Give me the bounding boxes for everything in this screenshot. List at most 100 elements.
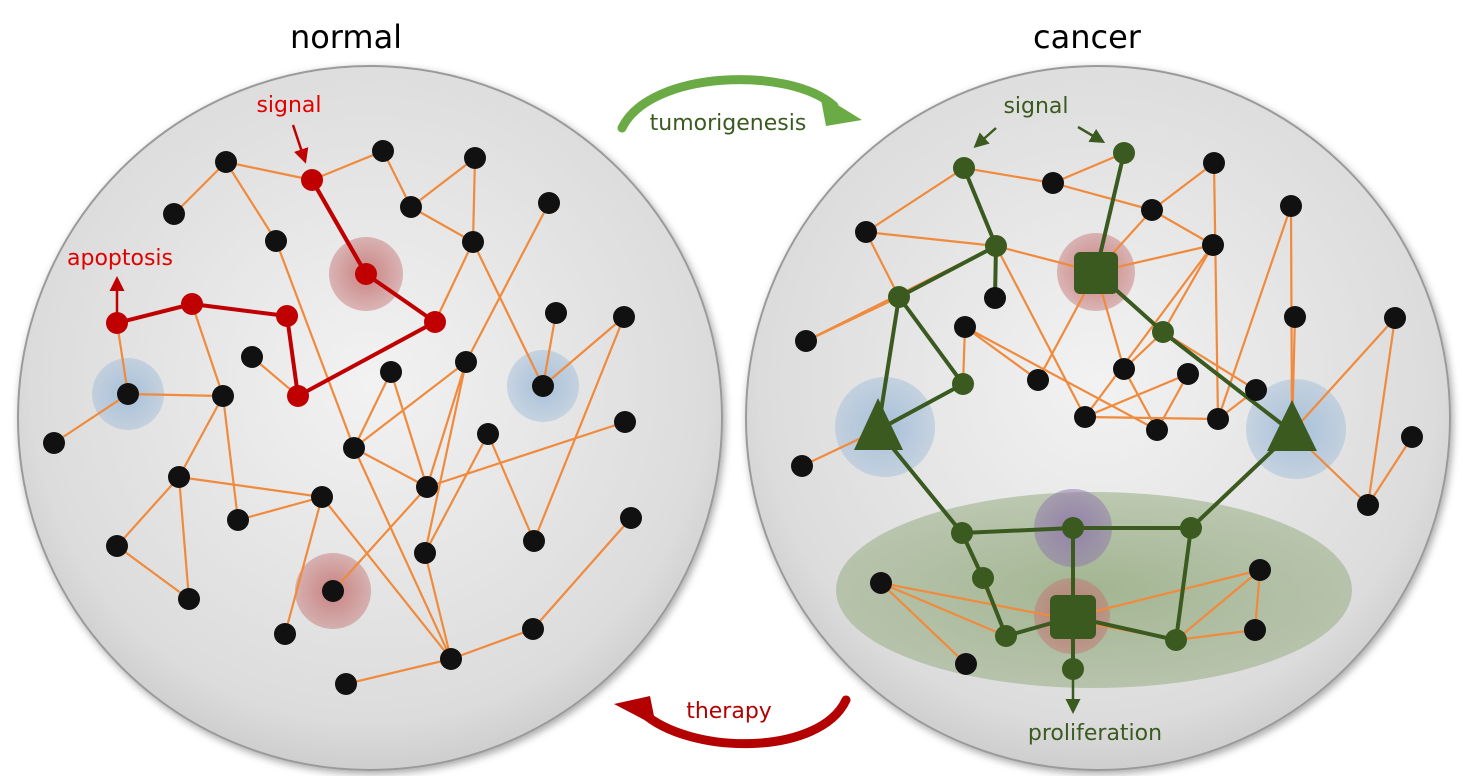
network-node <box>532 375 554 397</box>
network-edge <box>283 495 324 636</box>
network-edge <box>879 581 1008 638</box>
network-edge <box>177 475 324 499</box>
apoptosis-signal-path <box>296 320 437 398</box>
signal-path-node <box>276 305 298 327</box>
network-node <box>1203 152 1225 174</box>
network-node <box>1244 619 1266 641</box>
network-node <box>955 653 977 675</box>
network-edge <box>531 516 633 631</box>
network-node <box>380 361 402 383</box>
signal-path-node <box>301 169 323 191</box>
network-edge <box>1051 151 1126 185</box>
network-edge <box>1122 367 1159 432</box>
network-node <box>855 221 877 243</box>
normal-title: normal <box>290 18 402 56</box>
network-edge <box>52 392 130 445</box>
network-node <box>416 476 438 498</box>
network-edge <box>115 321 130 396</box>
signal-path-node <box>1165 629 1187 651</box>
network-node <box>1284 306 1306 328</box>
signal-path-node <box>1062 658 1084 680</box>
signal-path-node <box>1113 142 1135 164</box>
signal-arrow <box>291 124 309 164</box>
network-edge <box>423 432 490 555</box>
cancer-signal-label: signal <box>1003 94 1068 119</box>
network-edge <box>541 311 558 388</box>
apoptosis-signal-path <box>310 178 368 276</box>
network-node <box>168 466 190 488</box>
apoptosis-signal-path <box>285 314 300 398</box>
network-node <box>464 147 486 169</box>
network-edge <box>864 166 966 234</box>
network-edge <box>172 160 228 216</box>
apoptosis-signal-path <box>190 302 289 318</box>
network-node <box>1177 363 1199 385</box>
network-edge <box>532 315 626 543</box>
signal-path-node <box>972 567 994 589</box>
signal-path-node <box>1180 517 1202 539</box>
network-node <box>212 385 234 407</box>
network-edge <box>471 240 545 388</box>
network-node <box>1357 494 1379 516</box>
signal-arrow <box>973 127 997 148</box>
signal-path-node <box>888 286 910 308</box>
tumorigenesis-arrow <box>617 75 862 133</box>
proliferation-signal-path <box>897 295 965 386</box>
network-node <box>522 618 544 640</box>
hub-square-node <box>1050 595 1096 639</box>
network-edge <box>994 244 1087 419</box>
network-node <box>1384 307 1406 329</box>
proliferation-signal-path <box>897 244 998 299</box>
proliferation-signal-path <box>1161 330 1294 434</box>
proliferation-signal-path <box>960 526 1075 535</box>
signal-path-node <box>106 312 128 334</box>
network-edge <box>423 360 468 555</box>
network-node <box>178 588 200 610</box>
network-edge <box>864 230 998 248</box>
therapy-arrow <box>614 695 851 749</box>
network-edge <box>177 475 191 601</box>
network-edge <box>471 156 477 244</box>
network-edge <box>963 325 1159 432</box>
network-node <box>954 316 976 338</box>
network-edge <box>963 325 1040 382</box>
network-node <box>455 351 477 373</box>
signal-path-node <box>424 311 446 333</box>
network-edge <box>177 394 225 479</box>
network-edge <box>541 315 626 388</box>
network-edge <box>221 394 240 522</box>
network-edge <box>1083 415 1220 421</box>
network-node <box>372 140 394 162</box>
network-edge <box>1174 568 1262 642</box>
proliferation-signal-path <box>962 166 998 248</box>
network-edge <box>1366 435 1414 507</box>
network-node <box>620 507 642 529</box>
network-edge <box>864 230 901 299</box>
network-edge <box>224 160 314 182</box>
signal-path-node <box>287 385 309 407</box>
network-node <box>117 383 139 405</box>
proliferation-signal-path <box>876 382 965 432</box>
network-edge <box>352 446 429 489</box>
network-edge <box>115 544 191 601</box>
network-edge <box>190 302 225 398</box>
cancer-title: cancer <box>1033 18 1142 56</box>
tumorigenesis-label: tumorigenesis <box>650 111 807 136</box>
network-node <box>1113 358 1135 380</box>
network-edge <box>1174 628 1257 642</box>
proliferation-label: proliferation <box>1028 721 1162 746</box>
network-edge <box>344 657 453 686</box>
network-edge <box>449 627 535 661</box>
network-edge <box>962 166 1055 185</box>
network-edge <box>425 420 627 489</box>
hub-triangle-node <box>854 398 903 450</box>
network-node <box>1202 234 1224 256</box>
network-edge <box>409 156 477 209</box>
network-node <box>163 203 185 225</box>
signal-path-node <box>355 263 377 285</box>
hub-triangle-node <box>1267 400 1317 451</box>
network-edge <box>126 392 225 398</box>
network-node <box>106 535 128 557</box>
signal-arrow <box>1077 125 1106 144</box>
network-node <box>322 580 344 602</box>
